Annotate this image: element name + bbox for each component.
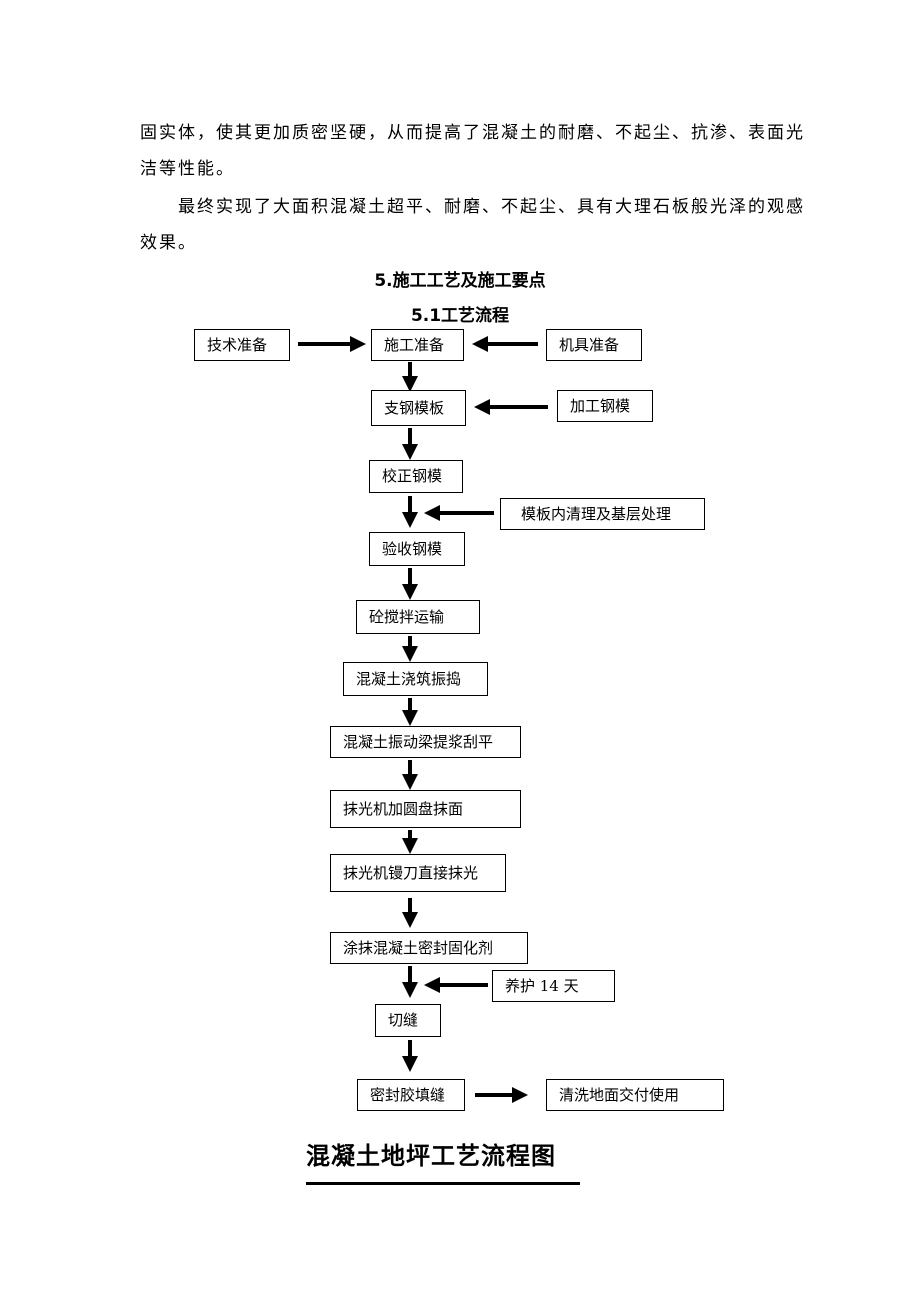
machine-prep-box: 机具准备 xyxy=(546,329,642,361)
clean-base-box: 模板内清理及基层处理 xyxy=(500,498,705,530)
subsection-heading: 5.1工艺流程 xyxy=(410,306,510,326)
paragraph-1-line-1: 固实体，使其更加质密坚硬，从而提高了混凝土的耐磨、不起尘、抗渗、表面光 xyxy=(140,123,805,143)
step-apply-sealer-hardener: 涂抹混凝土密封固化剂 xyxy=(330,932,528,964)
step-concrete-pour-vibrate: 混凝土浇筑振捣 xyxy=(343,662,488,696)
step-erect-steel-form: 支钢模板 xyxy=(371,390,466,426)
paragraph-2-line-2: 效果。 xyxy=(140,233,197,253)
paragraph-1-line-2: 洁等性能。 xyxy=(140,159,235,179)
curing-box: 养护 14 天 xyxy=(492,970,615,1002)
step-disc-float: 抹光机加圆盘抹面 xyxy=(330,790,521,828)
step-inspect-steel-form: 验收钢模 xyxy=(369,532,465,566)
step-construction-prep: 施工准备 xyxy=(371,329,464,361)
step-sealant-fill: 密封胶填缝 xyxy=(357,1079,465,1111)
step-correct-steel-form: 校正钢模 xyxy=(369,460,463,493)
step-concrete-mix-transport: 砼搅拌运输 xyxy=(356,600,480,634)
figure-title: 混凝土地坪工艺流程图 xyxy=(306,1142,556,1170)
step-trowel-finish: 抹光机镘刀直接抹光 xyxy=(330,854,506,892)
step-cut-joints: 切缝 xyxy=(375,1004,441,1037)
section-heading: 5.施工工艺及施工要点 xyxy=(374,271,546,291)
final-step-clean-deliver: 清洗地面交付使用 xyxy=(546,1079,724,1111)
tech-prep-box: 技术准备 xyxy=(194,329,290,361)
step-vibrating-beam-screed: 混凝土振动梁提浆刮平 xyxy=(330,726,521,758)
process-mold-box: 加工钢模 xyxy=(557,390,653,422)
paragraph-2-line-1: 最终实现了大面积混凝土超平、耐磨、不起尘、具有大理石板般光泽的观感 xyxy=(178,197,805,217)
figure-title-underline xyxy=(306,1182,580,1185)
